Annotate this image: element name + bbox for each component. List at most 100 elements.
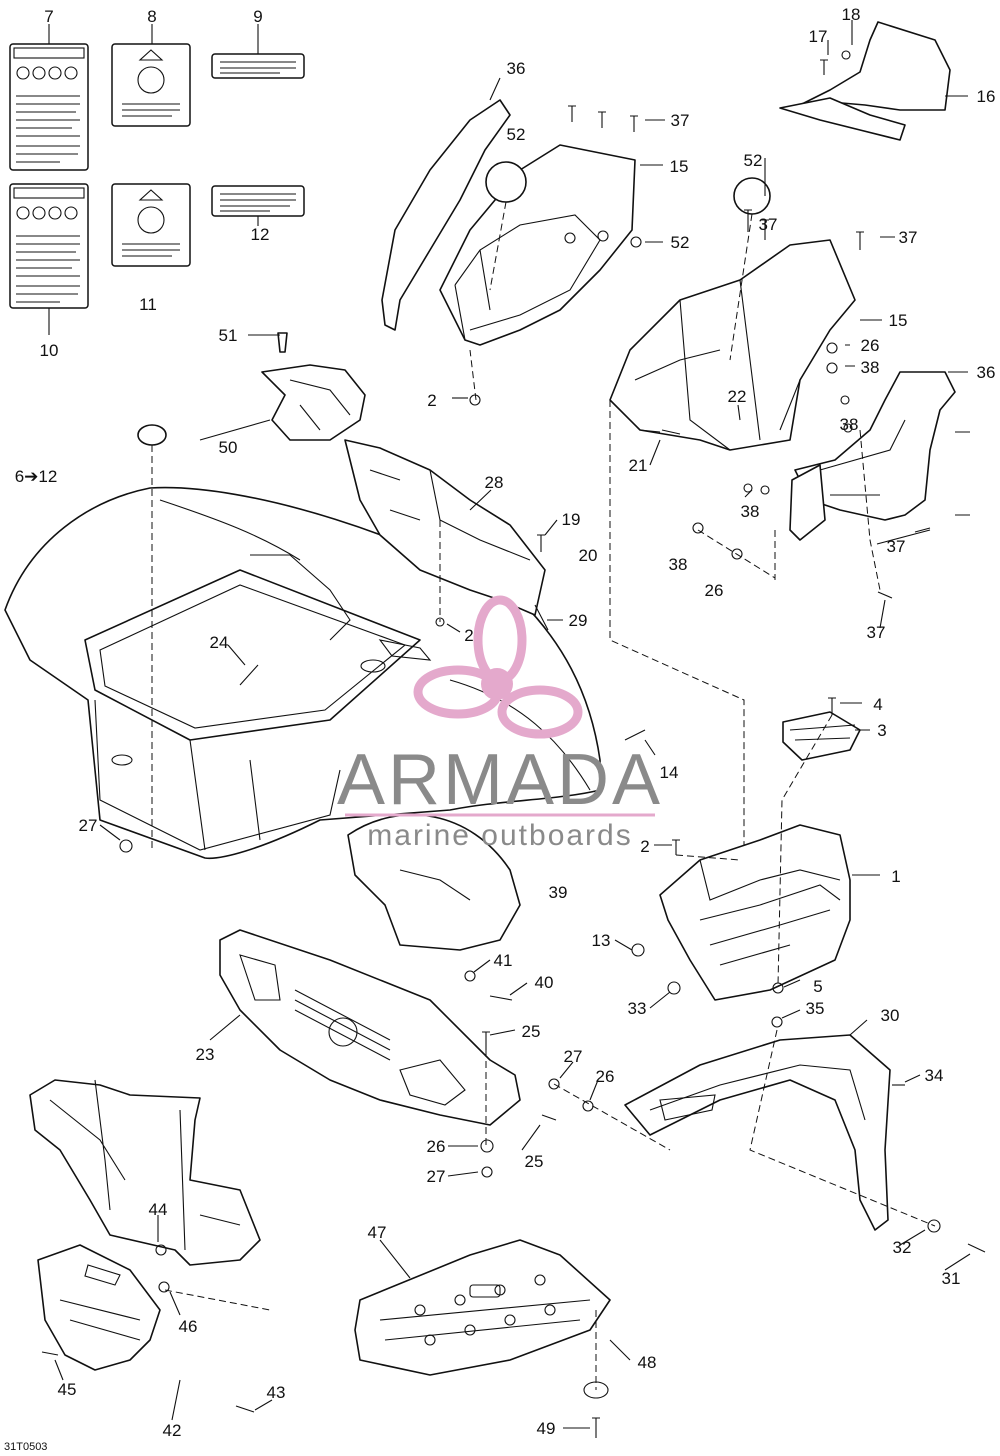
callout-label: 41 <box>494 951 513 970</box>
callout-label: 49 <box>537 1419 556 1438</box>
callout-label: 43 <box>267 1383 286 1402</box>
callout-label: 2 <box>427 391 436 410</box>
callout-label: 45 <box>58 1380 77 1399</box>
callout-label: 17 <box>809 27 828 46</box>
callout-label: 37 <box>887 537 906 556</box>
callout-label: 26 <box>427 1137 446 1156</box>
callout-label: 38 <box>669 555 688 574</box>
inner-panel-28 <box>344 439 546 616</box>
callout-label: 27 <box>79 816 98 835</box>
propeller-logo-icon <box>413 595 583 739</box>
callout-label: 38 <box>741 502 760 521</box>
callout-label: 50 <box>219 438 238 457</box>
callout-label: 10 <box>40 341 59 360</box>
callout-label: 4 <box>873 695 882 714</box>
front-grille-23 <box>219 929 521 1126</box>
callout-label: 22 <box>728 387 747 406</box>
callout-label: 26 <box>861 336 880 355</box>
callout-label: 28 <box>485 473 504 492</box>
bumper-guard <box>29 1079 261 1371</box>
callout-label: 23 <box>196 1045 215 1064</box>
callout-label: 26 <box>596 1067 615 1086</box>
watermark: ARMADA marine outboards <box>337 595 663 852</box>
callout-label: 18 <box>842 5 861 24</box>
label-card-7 <box>9 43 89 171</box>
callout-label: 35 <box>806 999 825 1018</box>
callout-label: 5 <box>813 977 822 996</box>
label-card-8 <box>111 43 191 127</box>
callout-label: 51 <box>219 326 238 345</box>
callout-label: 13 <box>592 931 611 950</box>
callout-label: 38 <box>861 358 880 377</box>
callout-label: 33 <box>628 999 647 1018</box>
fender-extension-30 <box>624 1034 891 1231</box>
assembly-lines <box>151 201 936 1390</box>
callout-label: 48 <box>638 1353 657 1372</box>
callout-label: 40 <box>535 973 554 992</box>
watermark-tagline: marine outboards <box>367 819 632 852</box>
callout-label: 15 <box>670 157 689 176</box>
callout-label: 14 <box>660 763 679 782</box>
callout-label: 16 <box>977 87 996 106</box>
callout-label: 21 <box>629 456 648 475</box>
arrow-callout-6-12: 6➔12 <box>15 467 58 486</box>
callout-label: 25 <box>525 1152 544 1171</box>
callout-label: 15 <box>889 311 908 330</box>
label-card-11 <box>111 183 191 267</box>
callout-label: 34 <box>925 1066 944 1085</box>
inner-shield-39 <box>347 814 521 951</box>
callout-label: 19 <box>562 510 581 529</box>
callout-label: 36 <box>977 363 996 382</box>
callout-label: 52 <box>744 151 763 170</box>
callout-label: 30 <box>881 1006 900 1025</box>
leader-lines <box>48 20 971 1429</box>
hardware <box>41 50 986 1438</box>
callout-label: 46 <box>179 1317 198 1336</box>
plug-52-c <box>137 424 167 446</box>
callout-label: 47 <box>368 1223 387 1242</box>
callout-label: 42 <box>163 1421 182 1440</box>
callout-label: 52 <box>507 125 526 144</box>
callout-label: 37 <box>759 215 778 234</box>
callout-label: 25 <box>522 1022 541 1041</box>
bracket-50 <box>261 332 366 441</box>
side-trim-36 <box>789 371 956 541</box>
watermark-brand: ARMADA <box>337 740 663 820</box>
callout-label: 27 <box>427 1167 446 1186</box>
callout-label: 2 <box>464 626 473 645</box>
label-card-10 <box>9 183 89 309</box>
figure-code: 31T0503 <box>4 1441 47 1453</box>
callout-label: 36 <box>507 59 526 78</box>
callout-label: 9 <box>253 7 262 26</box>
callout-label: 37 <box>867 623 886 642</box>
plugs-52 <box>137 161 771 446</box>
callout-label: 37 <box>899 228 918 247</box>
callout-label: 8 <box>147 7 156 26</box>
callout-label: 27 <box>564 1047 583 1066</box>
callout-label: 44 <box>149 1200 168 1219</box>
callout-label: 39 <box>549 883 568 902</box>
callout-label: 38 <box>840 415 859 434</box>
callout-label: 12 <box>251 225 270 244</box>
footwell-1 <box>659 824 851 1001</box>
callout-label: 29 <box>569 611 588 630</box>
skid-plate-47 <box>354 1239 611 1376</box>
footrest-3 <box>782 711 861 761</box>
plug-52-a <box>485 161 527 203</box>
callout-label: 24 <box>210 633 229 652</box>
rear-flap-16 <box>779 21 951 141</box>
callout-label: 11 <box>139 295 157 314</box>
label-cards <box>9 43 305 309</box>
callout-label: 32 <box>893 1238 912 1257</box>
callout-label: 7 <box>44 7 53 26</box>
callout-label: 3 <box>877 721 886 740</box>
callout-label: 20 <box>579 546 598 565</box>
callout-label: 37 <box>671 111 690 130</box>
callout-label: 52 <box>671 233 690 252</box>
callout-label: 26 <box>705 581 724 600</box>
callout-labels: 7 8 9 10 11 12 51 50 52 36 52 37 15 2 17… <box>4 5 995 1453</box>
callout-label: 31 <box>942 1269 961 1288</box>
callout-label: 2 <box>640 837 649 856</box>
